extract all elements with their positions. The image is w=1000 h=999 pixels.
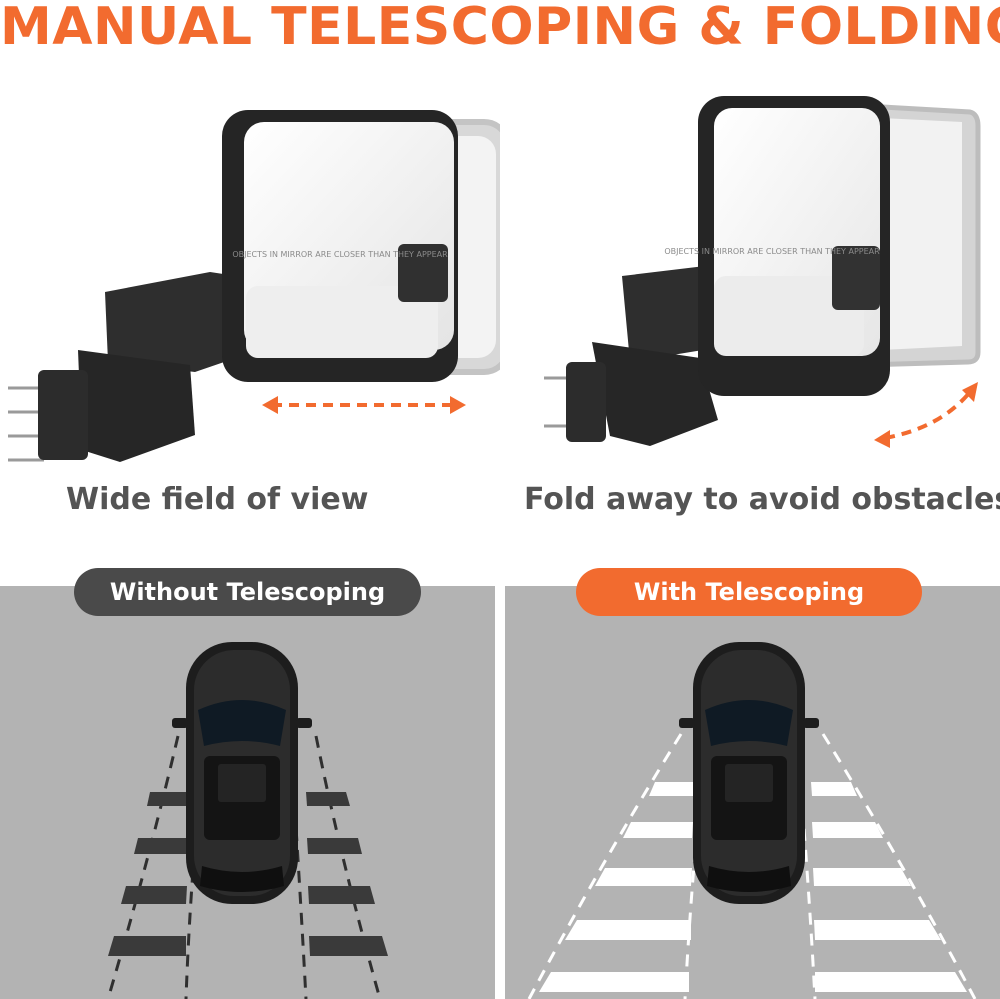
feature-caption-fold-away: Fold away to avoid obstacles	[524, 482, 1000, 517]
feature-caption-wide-view: Wide field of view	[66, 482, 369, 517]
with-telescoping-panel	[505, 586, 1000, 999]
wide-view-illustration	[527, 642, 977, 999]
telescoping-mirror-image: OBJECTS IN MIRROR ARE CLOSER THAN THEY A…	[8, 110, 500, 462]
without-telescoping-panel	[0, 586, 495, 999]
mirror-warning-text: OBJECTS IN MIRROR ARE CLOSER THAN THEY A…	[664, 247, 880, 256]
folding-mirror-image: OBJECTS IN MIRROR ARE CLOSER THAN THEY A…	[544, 96, 981, 448]
headline: MANUAL TELESCOPING & FOLDING	[0, 0, 1000, 57]
car-top-view	[679, 642, 819, 904]
without-telescoping-label: Without Telescoping	[74, 568, 421, 616]
mirror-warning-text: OBJECTS IN MIRROR ARE CLOSER THAN THEY A…	[232, 250, 448, 259]
with-telescoping-label: With Telescoping	[576, 568, 922, 616]
car-top-view	[172, 642, 312, 904]
narrow-view-illustration	[106, 642, 388, 999]
